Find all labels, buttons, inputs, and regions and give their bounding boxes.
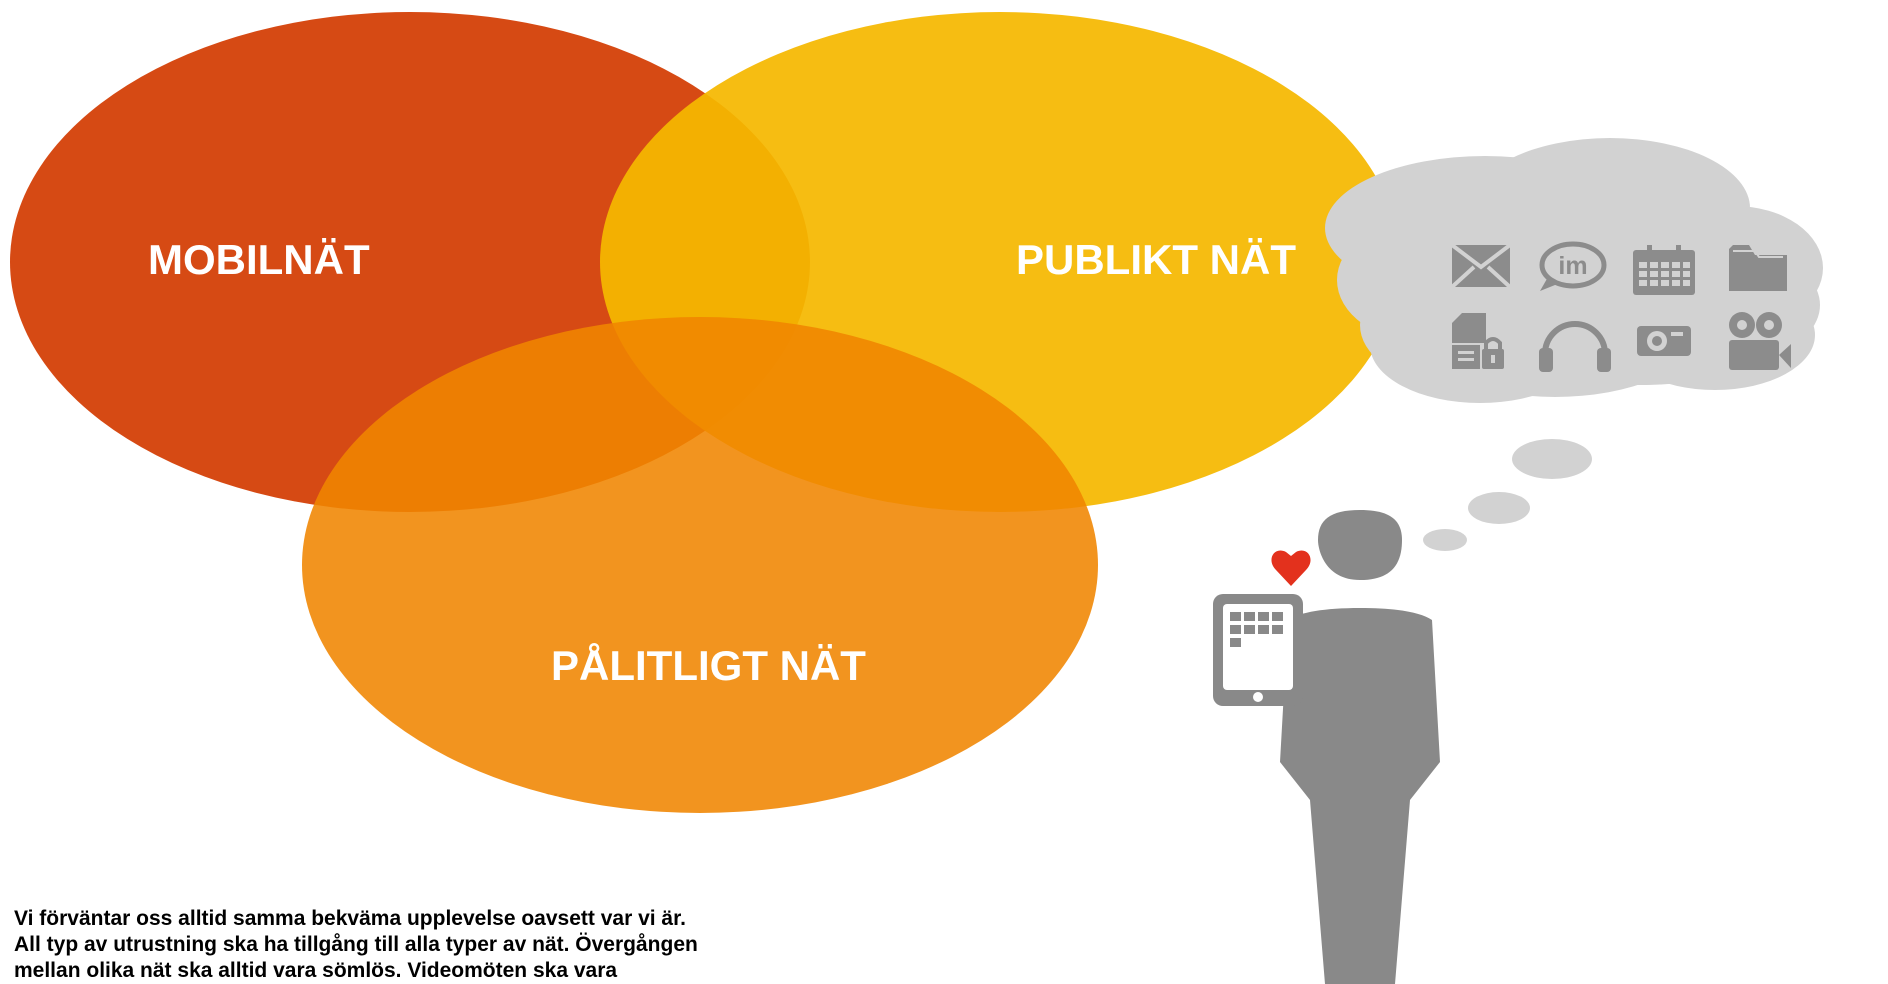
caption-line-3: mellan olika nät ska alltid vara sömlös.… [14, 959, 618, 982]
caption-text: Vi förväntar oss alltid samma bekväma up… [14, 906, 794, 984]
person-head [1318, 510, 1402, 580]
camera-icon [1637, 326, 1691, 356]
svg-text:im: im [1558, 252, 1587, 280]
calendar-icon [1633, 245, 1695, 295]
caption-line-2: All typ av utrustning ska ha tillgång ti… [14, 933, 698, 956]
locked-document-icon [1452, 313, 1504, 369]
venn-diagram: MOBILNÄT PUBLIKT NÄT PÅLITLIGT NÄT [10, 12, 1400, 813]
thought-bubble-small [1423, 529, 1467, 551]
im-chat-icon: im [1539, 241, 1607, 291]
video-camera-icon [1729, 312, 1791, 370]
envelope-icon [1450, 243, 1512, 289]
person-body [1280, 608, 1440, 984]
thought-bubble-medium [1468, 492, 1530, 524]
heart-icon [1271, 550, 1311, 586]
reliable-net-ellipse [302, 317, 1098, 813]
folder-icon [1729, 245, 1787, 291]
tablet-device [1213, 594, 1303, 706]
public-net-label: PUBLIKT NÄT [1016, 236, 1296, 283]
person-figure [1280, 510, 1440, 984]
mobile-net-label: MOBILNÄT [148, 236, 370, 283]
headphones-icon [1539, 321, 1611, 372]
reliable-net-label: PÅLITLIGT NÄT [551, 642, 866, 689]
caption-line-1: Vi förväntar oss alltid samma bekväma up… [14, 907, 686, 930]
thought-bubble-large [1512, 439, 1592, 479]
